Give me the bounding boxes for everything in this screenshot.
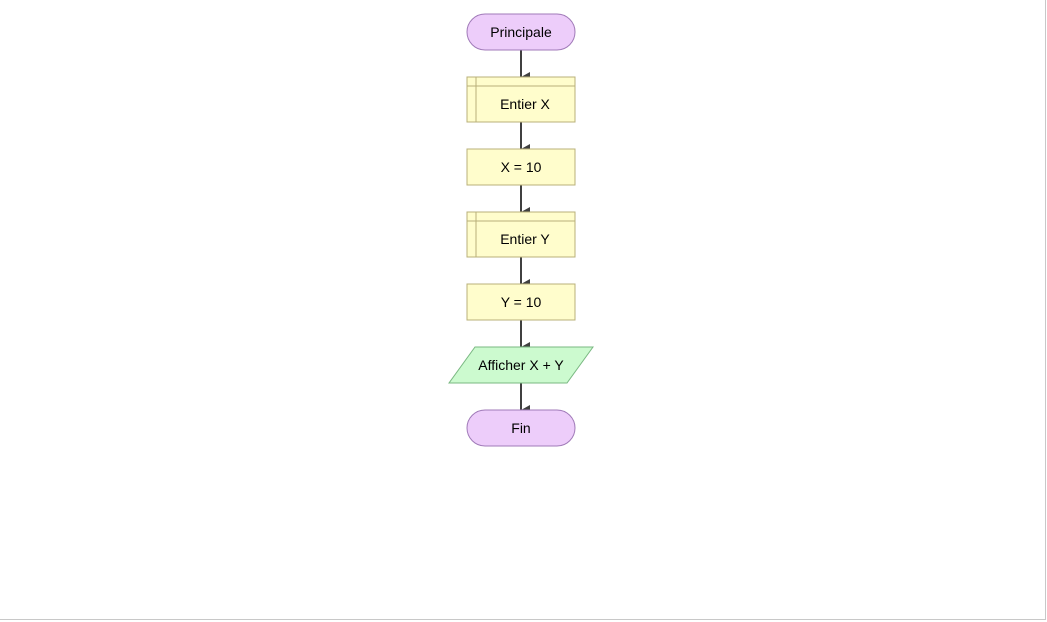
node-end: Fin [466,409,576,447]
terminal-shape [466,409,576,447]
node-label: Afficher X + Y [478,357,564,373]
declare-shape [466,76,576,123]
terminal-shape [466,13,576,51]
node-output: Afficher X + Y [448,346,594,384]
node-assign-x: X = 10 [466,148,576,186]
node-label: Entier Y [500,231,550,247]
node-decl-x: Entier X [466,76,576,123]
io-shape [448,346,594,384]
node-label: X = 10 [501,159,542,175]
node-label: Fin [511,420,530,436]
node-start: Principale [466,13,576,51]
node-assign-y: Y = 10 [466,283,576,321]
node-label: Y = 10 [501,294,542,310]
node-decl-y: Entier Y [466,211,576,258]
process-shape [466,148,576,186]
declare-shape [466,211,576,258]
node-label: Principale [490,24,552,40]
node-label: Entier X [500,96,550,112]
process-shape [466,283,576,321]
